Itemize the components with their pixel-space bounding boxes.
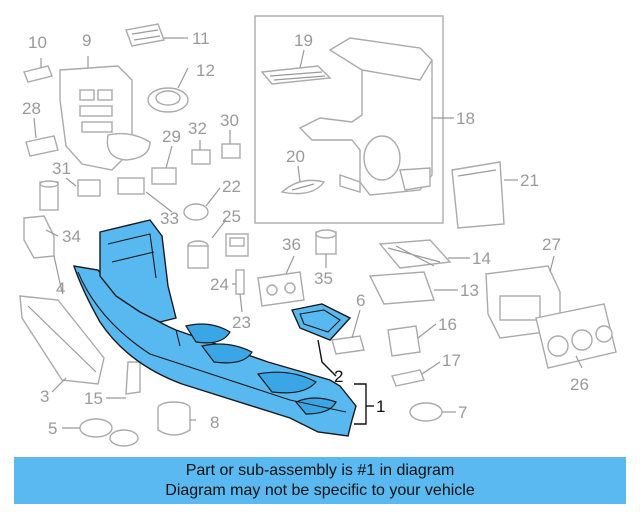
banner-line-2: Diagram may not be specific to your vehi… (165, 481, 475, 499)
callout-36: 36 (282, 235, 301, 254)
callout-1: 1 (376, 397, 385, 416)
bracket-15 (125, 361, 141, 395)
knob-22 (183, 203, 209, 221)
info-banner: Part or sub-assembly is #1 in diagram Di… (14, 457, 626, 504)
plug-stack (187, 240, 209, 269)
connector-left (39, 180, 59, 211)
socket-25 (225, 233, 249, 257)
callout-17: 17 (442, 351, 461, 370)
switch-33 (117, 177, 145, 195)
pad-13 (368, 271, 435, 305)
cup-8 (157, 401, 191, 436)
armrest-assembly (298, 37, 433, 196)
callout-33: 33 (160, 209, 179, 228)
callout-18: 18 (456, 109, 475, 128)
callout-31: 31 (52, 159, 71, 178)
trim-panel (451, 161, 505, 229)
bezel-insert-highlighted (291, 303, 352, 341)
callout-35: 35 (314, 269, 333, 288)
small-clip (23, 65, 53, 83)
callout-3: 3 (40, 387, 49, 406)
mesh-6 (331, 335, 365, 355)
callout-22: 22 (222, 177, 241, 196)
callout-27: 27 (542, 235, 561, 254)
callout-13: 13 (460, 281, 479, 300)
round-knob (147, 87, 189, 113)
leader-lines (33, 37, 583, 429)
dash-bezel (59, 65, 151, 171)
callout-21: 21 (520, 171, 539, 190)
callout-25: 25 (222, 207, 241, 226)
callout-26: 26 (570, 375, 589, 394)
callout-12: 12 (196, 61, 215, 80)
callout-16: 16 (438, 315, 457, 334)
callout-32: 32 (188, 119, 207, 138)
armrest-pad (260, 65, 332, 85)
switch-30 (221, 143, 241, 159)
callout-labels: 10 9 11 12 28 29 32 30 31 22 33 25 34 4 … (22, 29, 589, 438)
bracket-16 (387, 325, 421, 357)
parts-diagram: 10 9 11 12 28 29 32 30 31 22 33 25 34 4 … (19, 15, 617, 447)
armrest-grille (280, 179, 326, 195)
callout-34: 34 (62, 227, 81, 246)
callout-7: 7 (458, 403, 467, 422)
banner-line-1: Part or sub-assembly is #1 in diagram (185, 461, 455, 479)
callout-6: 6 (356, 291, 365, 310)
callout-20: 20 (286, 147, 305, 166)
climate-control-26 (535, 303, 617, 369)
callout-15: 15 (84, 389, 103, 408)
callout-24: 24 (210, 275, 229, 294)
callout-4: 4 (56, 279, 65, 298)
panel-3 (19, 295, 105, 385)
callout-2: 2 (334, 367, 343, 386)
callout-11: 11 (192, 29, 210, 48)
socket-35 (315, 229, 337, 255)
callout-10: 10 (28, 33, 47, 52)
bracket-34 (23, 215, 55, 259)
mesh-5 (79, 418, 139, 447)
tray-insert (125, 23, 165, 47)
callout-23: 23 (232, 313, 251, 332)
switch-29 (151, 167, 177, 185)
callout-19: 19 (294, 31, 313, 50)
switch-32 (191, 149, 211, 165)
callout-8: 8 (210, 413, 219, 432)
center-console-highlighted (72, 219, 357, 437)
callout-29: 29 (162, 127, 181, 146)
callout-14: 14 (472, 249, 491, 268)
callout-30: 30 (220, 111, 239, 130)
switch-31 (77, 179, 101, 197)
switch-panel-36 (257, 271, 305, 307)
clip-24 (235, 269, 245, 295)
mesh-14 (378, 239, 452, 269)
callout-9: 9 (82, 31, 91, 50)
disc-7 (409, 402, 443, 422)
strip-17 (391, 369, 425, 387)
callout-5: 5 (48, 419, 57, 438)
switch-28 (25, 135, 59, 157)
callout-28: 28 (22, 99, 41, 118)
